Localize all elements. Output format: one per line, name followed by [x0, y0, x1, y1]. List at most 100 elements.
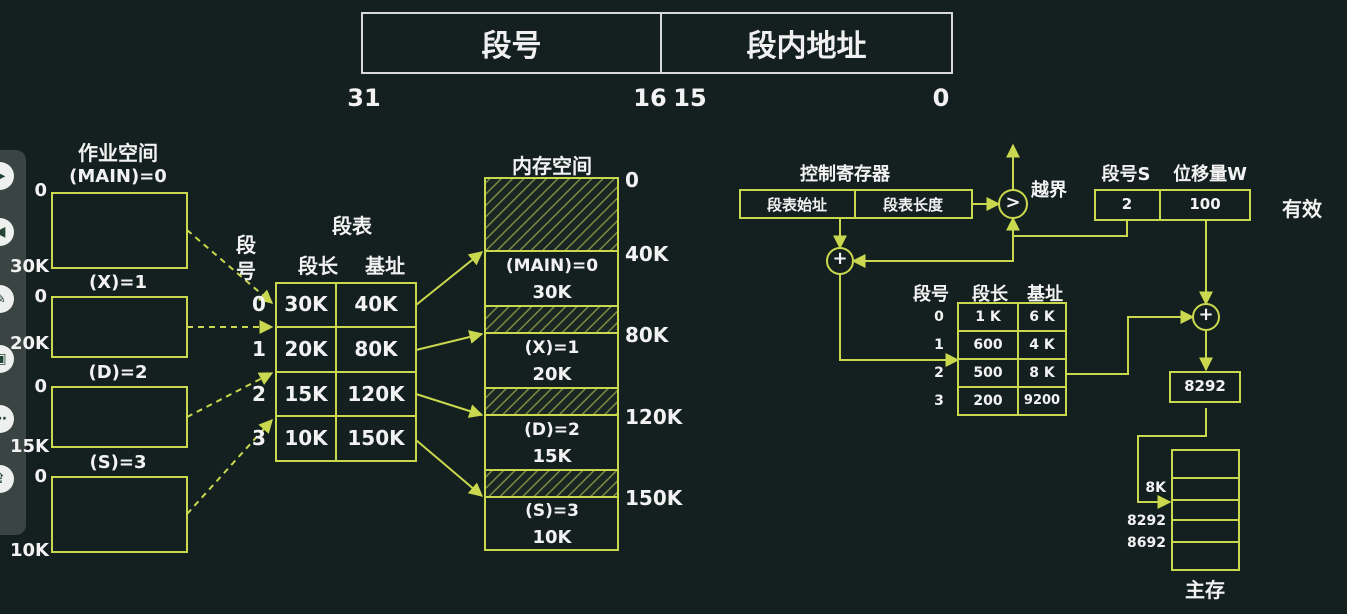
link-main — [186, 229, 274, 304]
seg-no-header: 段号 — [236, 233, 256, 283]
small-seg-table-grid — [957, 302, 1067, 416]
pen-icon[interactable]: ✎ — [0, 285, 14, 313]
job-seg-start: 0 — [34, 180, 47, 201]
more-icon[interactable]: ⋯ — [0, 405, 14, 433]
seg-row-base: 120K — [347, 382, 405, 406]
table-start-field: 段表始址 — [766, 196, 828, 214]
control-register-title: 控制寄存器 — [800, 164, 890, 185]
mem-address: 150K — [625, 486, 683, 510]
adder-plus-2: + — [1198, 304, 1214, 325]
mem-block-name: (S)=3 — [525, 501, 579, 521]
job-seg-end: 15K — [10, 436, 49, 457]
job-seg-end: 20K — [10, 333, 49, 354]
back-icon[interactable]: ◀ — [0, 218, 14, 246]
bit-15: 15 — [673, 84, 707, 112]
job-seg-end: 30K — [10, 256, 49, 277]
job-box-s — [51, 476, 188, 553]
small-row-length: 600 — [973, 337, 1003, 353]
base-arrow-3 — [415, 439, 484, 497]
memory-column — [484, 177, 619, 551]
mem-8292-label: 8292 — [1127, 513, 1166, 529]
small-row-no: 3 — [934, 393, 944, 409]
table-length-field: 段表长度 — [882, 196, 944, 214]
main-memory-grid — [1171, 449, 1240, 571]
seg-row-no: 0 — [252, 292, 266, 316]
seg-table-title: 段表 — [332, 214, 372, 238]
bit-16: 16 — [633, 84, 667, 112]
mem-address: 120K — [625, 405, 683, 429]
memory-title: 内存空间 — [512, 154, 592, 178]
job-seg-start: 0 — [34, 376, 47, 397]
seg-row-base: 150K — [347, 426, 405, 450]
small-row-length: 1 K — [975, 309, 1001, 325]
small-table-base-header: 基址 — [1027, 284, 1063, 305]
valid-label: 有效 — [1282, 197, 1322, 221]
job-seg-name: (MAIN)=0 — [69, 166, 167, 187]
seg-length-header: 段长 — [298, 254, 338, 278]
seg-row-length: 10K — [284, 426, 328, 450]
play-icon[interactable]: ▶ — [0, 162, 14, 190]
small-row-no: 1 — [934, 337, 944, 353]
base-arrow-1 — [415, 330, 484, 351]
mem-8k-label: 8K — [1145, 480, 1166, 496]
small-row-length: 200 — [973, 393, 1003, 409]
job-seg-end: 10K — [10, 540, 49, 561]
mem-address: 80K — [625, 323, 669, 347]
side-toolbar: ▶ ◀ ✎ ▣ ⋯ ⇪ — [0, 150, 26, 535]
link-d — [186, 372, 274, 418]
mem-block-size: 15K — [532, 446, 572, 467]
job-space-title: 作业空间 — [78, 141, 158, 165]
seg-row-base: 40K — [354, 292, 398, 316]
seg-row-length: 30K — [284, 292, 328, 316]
adder-plus-1: + — [832, 248, 848, 269]
small-table-length-header: 段长 — [972, 284, 1008, 305]
overflow-label: 越界 — [1031, 180, 1067, 201]
small-row-no: 0 — [934, 309, 944, 325]
physical-address-box — [1169, 371, 1241, 403]
mem-block-size: 20K — [532, 364, 572, 385]
small-row-base: 4 K — [1029, 337, 1055, 353]
main-memory-label: 主存 — [1185, 578, 1225, 602]
seg-row-base: 80K — [354, 337, 398, 361]
seg-row-no: 2 — [252, 382, 266, 406]
job-seg-name: (X)=1 — [89, 272, 147, 293]
job-seg-start: 0 — [34, 286, 47, 307]
job-box-d — [51, 386, 188, 448]
job-seg-name: (S)=3 — [89, 452, 147, 473]
seg-table-grid — [275, 282, 417, 462]
base-arrow-2 — [415, 393, 484, 418]
base-arrow-0 — [415, 251, 484, 306]
small-row-no: 2 — [934, 365, 944, 381]
job-seg-name: (D)=2 — [88, 362, 148, 383]
job-seg-start: 0 — [34, 466, 47, 487]
mem-block-name: (D)=2 — [524, 420, 580, 440]
mem-block-name: (MAIN)=0 — [505, 256, 599, 276]
format-offset-field: 段内地址 — [746, 29, 867, 64]
mem-block-name: (X)=1 — [524, 338, 580, 358]
small-table-no-header: 段号 — [913, 284, 949, 305]
mem-block-size: 30K — [532, 282, 572, 303]
bit-0: 0 — [932, 84, 950, 112]
share-icon[interactable]: ⇪ — [0, 465, 14, 493]
address-format: 段号 段内地址 — [361, 12, 953, 74]
seg-row-length: 20K — [284, 337, 328, 361]
physical-address-value: 8292 — [1184, 377, 1226, 395]
job-box-main — [51, 192, 188, 269]
screen-icon[interactable]: ▣ — [0, 345, 14, 373]
seg-base-header: 基址 — [365, 254, 405, 278]
logical-address-register — [1094, 189, 1251, 221]
seg-row-no: 3 — [252, 426, 266, 450]
mem-8692-label: 8692 — [1127, 535, 1166, 551]
job-box-x — [51, 296, 188, 358]
seg-row-length: 15K — [284, 382, 328, 406]
offset-w-label: 位移量W — [1173, 164, 1247, 185]
seg-no-value: 2 — [1121, 195, 1133, 213]
offset-value: 100 — [1189, 195, 1221, 213]
small-row-base: 9200 — [1023, 393, 1061, 408]
small-row-base: 6 K — [1029, 309, 1055, 325]
bit-31: 31 — [347, 84, 381, 112]
mem-address: 40K — [625, 242, 669, 266]
compare-symbol: > — [1005, 192, 1021, 213]
small-row-length: 500 — [973, 365, 1003, 381]
